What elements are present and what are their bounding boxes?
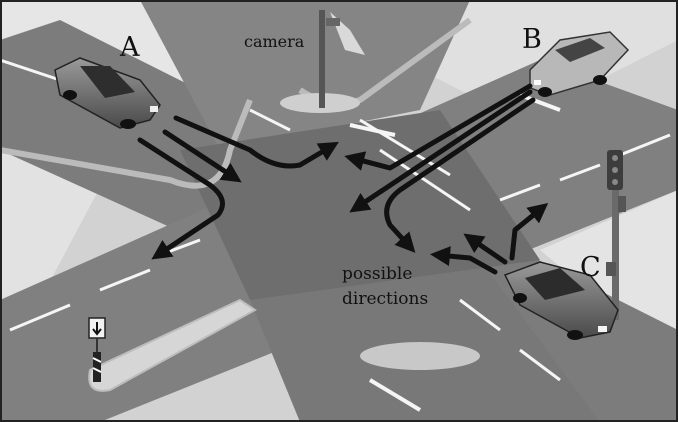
directions-line-1: possible <box>342 264 413 284</box>
directions-caption: possible directions <box>342 262 428 312</box>
arrows-from-a <box>137 115 339 260</box>
car-b-label: B <box>522 24 542 55</box>
car-a <box>54 57 161 129</box>
car-b <box>529 31 630 97</box>
arrow-b-left <box>384 97 536 253</box>
road-south <box>250 260 600 422</box>
median-island <box>88 298 257 392</box>
arrow-c-straight <box>430 246 498 275</box>
bollard <box>93 352 101 382</box>
camera-pole <box>319 10 365 108</box>
arrow-b-straight <box>349 89 533 213</box>
sidewalk-right <box>540 190 678 330</box>
car-c <box>503 261 619 340</box>
arrows-from-c <box>430 202 549 275</box>
car-c-label: C <box>580 252 601 283</box>
directions-line-2: directions <box>342 289 429 309</box>
road-north <box>140 0 470 150</box>
arrow-a-right <box>137 137 225 260</box>
arrow-c-right <box>509 202 549 261</box>
curb-bottom <box>360 342 480 370</box>
arrow-c-left <box>463 233 508 265</box>
arrow-b-right <box>344 83 533 171</box>
car-a-label: A <box>120 32 140 63</box>
arrows-from-b <box>344 83 536 253</box>
camera-label: camera <box>244 32 305 51</box>
crosswalk <box>349 93 561 412</box>
traffic-light <box>606 150 626 320</box>
arrow-a-straight <box>162 129 242 183</box>
arrow-a-left <box>173 115 339 169</box>
